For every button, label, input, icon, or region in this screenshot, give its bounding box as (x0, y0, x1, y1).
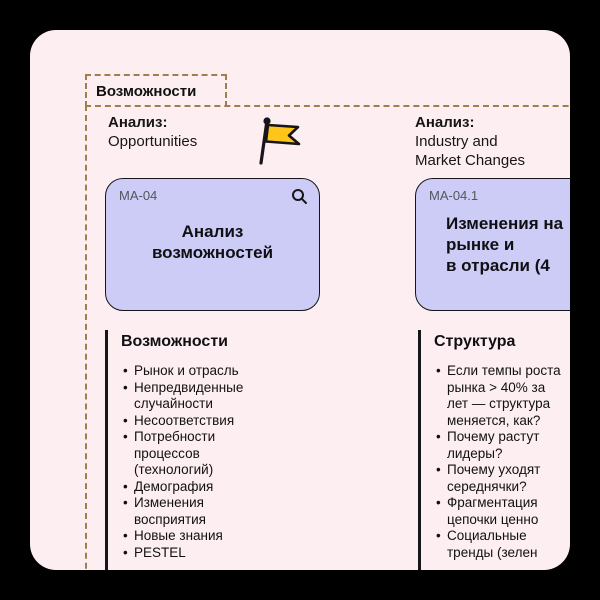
list-item: Если темпы роста рынка > 40% за лет — ст… (434, 363, 570, 429)
list-item-text: Изменения восприятия (134, 495, 206, 527)
list-item-text: Рынок и отрасль (134, 363, 239, 378)
list-items: Если темпы роста рынка > 40% за лет — ст… (434, 363, 570, 561)
list-item-line: тренды (зелен (447, 544, 538, 560)
card-id-label: MA-04.1 (429, 188, 479, 203)
list-item: Новые знания (121, 528, 290, 545)
card-title: Анализ возможностей (151, 222, 274, 262)
card-title-line: рынке и (446, 235, 515, 254)
list-item: Непредвиденные случайности (121, 380, 290, 413)
list-item: Рынок и отрасль (121, 363, 290, 380)
list-item: PESTEL (121, 545, 290, 562)
list-heading: Структура (434, 333, 516, 350)
list-item: Почему растут лидеры? (434, 429, 570, 462)
card-title-line: в отрасли (4 (446, 256, 550, 275)
list-item: Потребности процессов (технологий) (121, 429, 290, 479)
list-item: Изменения восприятия (121, 495, 290, 528)
flag-icon[interactable] (256, 114, 304, 173)
left-header-line2: Opportunities (108, 133, 198, 150)
card-ma-04[interactable]: MA-04 Анализ возможностей (105, 178, 320, 311)
list-item: Фрагментация цепочки ценно (434, 495, 570, 528)
list-item-text: Демография (134, 478, 214, 494)
structure-list[interactable]: Структура Если темпы роста рынка > 40% з… (418, 330, 570, 570)
list-item-line: цепочки ценно (447, 511, 539, 527)
list-item-line: рынка > 40% за (447, 379, 546, 395)
list-heading: Возможности (121, 333, 228, 350)
list-item-line: Если темпы роста (447, 363, 561, 378)
card-title-line: Изменения на (446, 214, 564, 233)
list-item-line: середнячки? (447, 478, 527, 494)
list-item-text: Новые знания (134, 528, 223, 543)
search-icon[interactable] (291, 188, 308, 205)
list-item: Несоответствия (121, 413, 290, 430)
frame-border (85, 105, 570, 570)
list-item-text: Потребности процессов (технологий) (134, 429, 216, 477)
card-title: Изменения на рынке и в отрасли (4 (446, 213, 570, 276)
list-item-line: Почему уходят (447, 462, 541, 477)
left-column-header[interactable]: Анализ: Opportunities (108, 113, 197, 151)
list-item: Почему уходят середнячки? (434, 462, 570, 495)
right-header-line1: Анализ: (415, 114, 475, 131)
opportunities-list[interactable]: Возможности Рынок и отрасль Непредвиденн… (105, 330, 290, 570)
list-item-line: меняется, как? (447, 412, 541, 428)
list-item: Социальные тренды (зелен (434, 528, 570, 561)
board-canvas: Возможности Анализ: Opportunities Анализ… (30, 30, 570, 570)
frame-tab[interactable]: Возможности (85, 74, 227, 107)
right-header-line2: Industry and (415, 133, 498, 150)
list-item-text: PESTEL (134, 544, 186, 560)
card-ma-04-1[interactable]: MA-04.1 Изменения на рынке и в отрасли (… (415, 178, 570, 311)
card-id-label: MA-04 (119, 188, 158, 203)
left-header-line1: Анализ: (108, 114, 168, 131)
list-item-line: Почему растут (447, 429, 540, 444)
list-item-line: Социальные (447, 528, 527, 543)
list-item: Демография (121, 479, 290, 496)
right-header-line3: Market Changes (415, 152, 526, 169)
list-item-line: лет — структура (447, 396, 551, 411)
list-item-text: Непредвиденные случайности (134, 379, 244, 412)
frame-tab-label: Возможности (96, 83, 197, 100)
list-items: Рынок и отрасль Непредвиденные случайнос… (121, 363, 290, 561)
list-item-line: Фрагментация (447, 495, 538, 510)
list-item-text: Несоответствия (134, 412, 235, 428)
list-item-line: лидеры? (447, 445, 503, 461)
right-column-header[interactable]: Анализ: Industry and Market Changes (415, 113, 525, 170)
